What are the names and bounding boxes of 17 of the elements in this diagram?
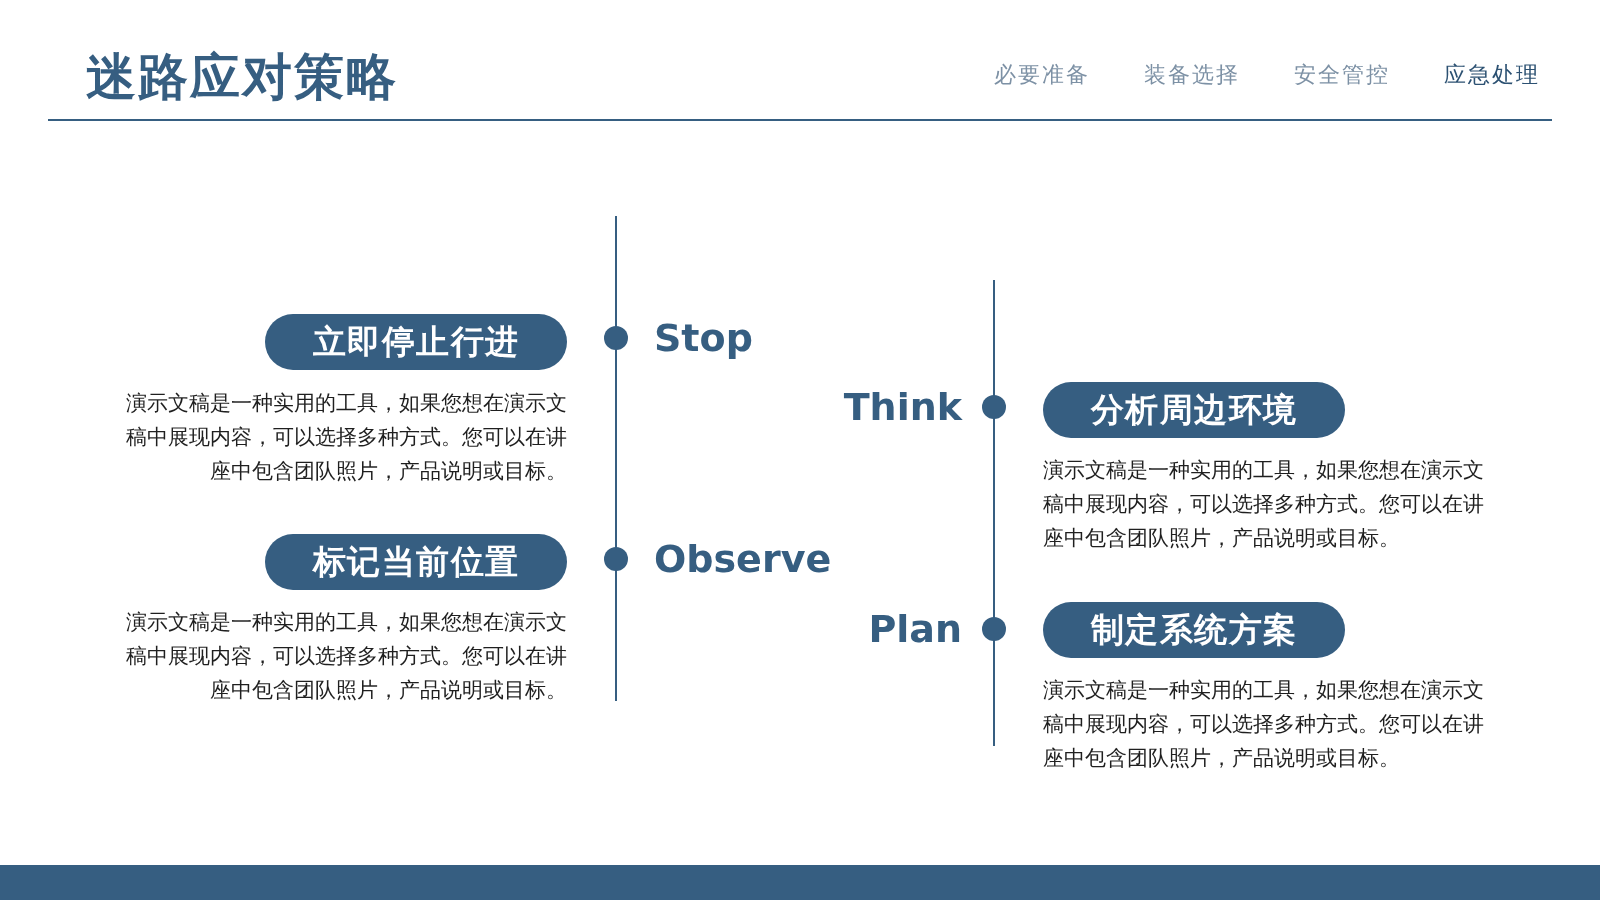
step-keyword: Observe: [654, 537, 832, 581]
nav-item: 安全管控: [1294, 62, 1390, 88]
step-keyword: Stop: [654, 316, 753, 360]
step-description: 演示文稿是一种实用的工具，如果您想在演示文稿中展现内容，可以选择多种方式。您可以在讲座中包含团队照片，产品说明或目标。: [1043, 677, 1485, 772]
nav-item: 应急处理: [1444, 62, 1540, 88]
step-pill: 立即停止行进: [265, 314, 567, 370]
step-pill: 分析周边环境: [1043, 382, 1345, 438]
step-keyword: Think: [843, 385, 962, 429]
step-keyword: Plan: [868, 607, 962, 651]
step-pill: 制定系统方案: [1043, 602, 1345, 658]
step-description: 演示文稿是一种实用的工具，如果您想在演示文稿中展现内容，可以选择多种方式。您可以在讲座中包含团队照片，产品说明或目标。: [125, 390, 567, 485]
nav-item: 装备选择: [1144, 62, 1240, 88]
step-description: 演示文稿是一种实用的工具，如果您想在演示文稿中展现内容，可以选择多种方式。您可以在讲座中包含团队照片，产品说明或目标。: [125, 609, 567, 704]
page-title: 迷路应对策略: [86, 47, 398, 108]
step-description: 演示文稿是一种实用的工具，如果您想在演示文稿中展现内容，可以选择多种方式。您可以在讲座中包含团队照片，产品说明或目标。: [1043, 457, 1485, 552]
nav-item: 必要准备: [994, 62, 1090, 88]
step-pill: 标记当前位置: [265, 534, 567, 590]
